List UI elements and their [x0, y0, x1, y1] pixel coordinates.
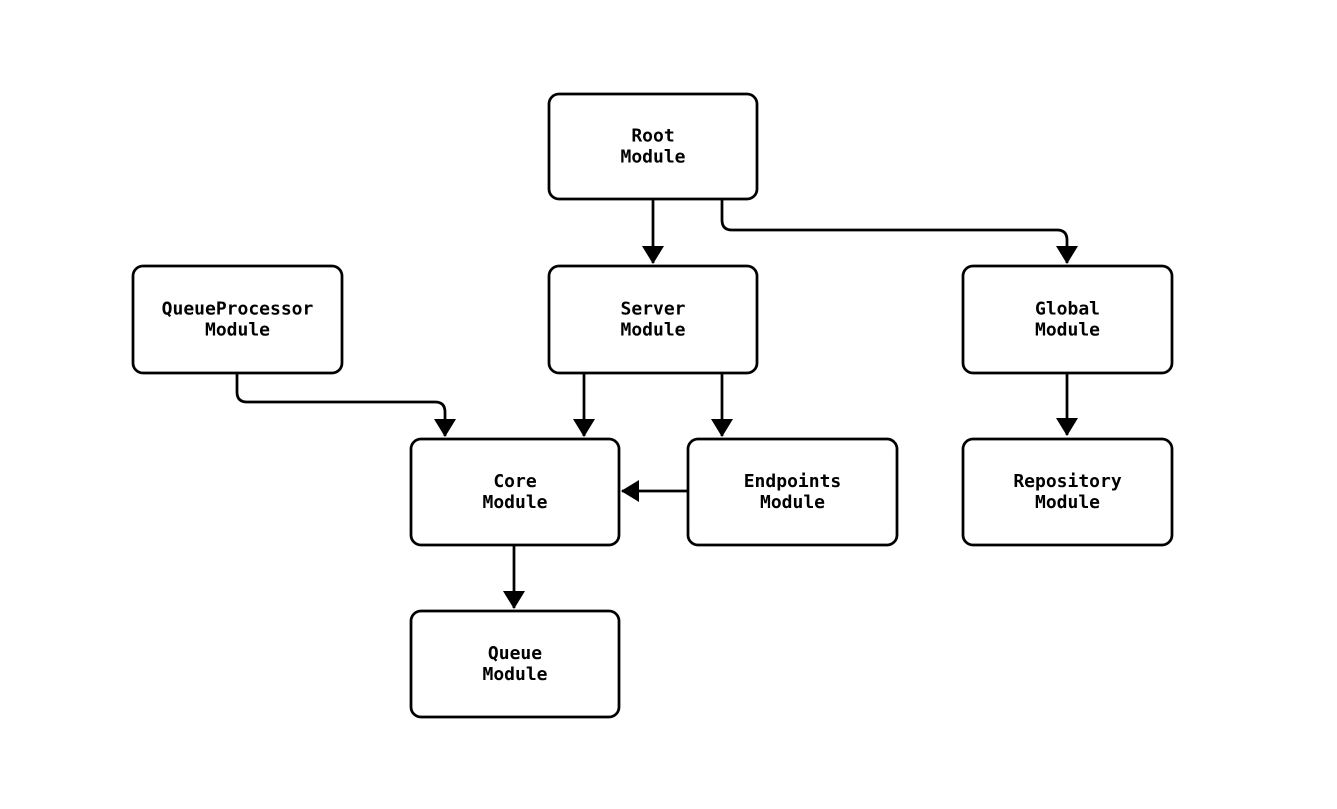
node-root-box [547, 92, 759, 201]
node-queue-box [409, 609, 621, 719]
node-server-box [547, 264, 759, 375]
node-endpoints-box [686, 437, 899, 547]
node-repository-box [961, 437, 1174, 547]
node-global-box [961, 264, 1174, 375]
edge-queueprocessor-to-core [235, 374, 456, 437]
edge-root-to-global [720, 200, 1078, 264]
node-core-box [409, 437, 621, 547]
edges-layer [235, 200, 1078, 609]
node-queueprocessor-box [131, 264, 344, 375]
